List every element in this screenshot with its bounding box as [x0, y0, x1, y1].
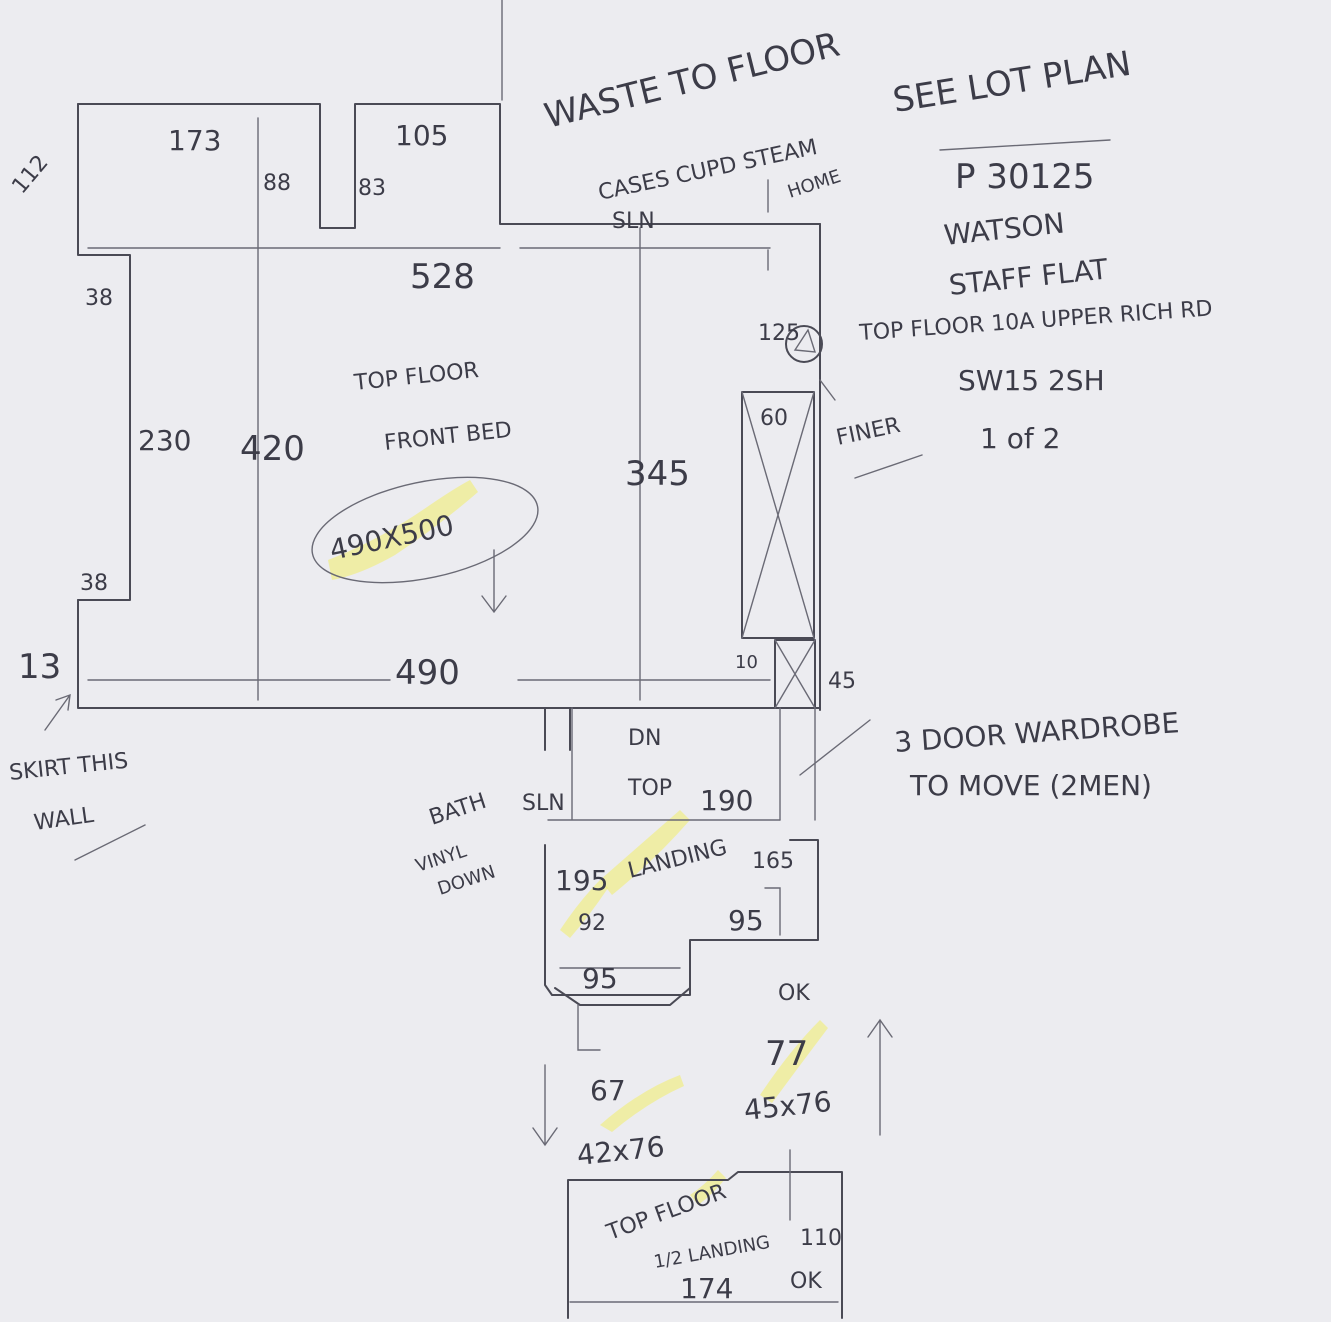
dim-174: 174	[680, 1272, 733, 1305]
dim-60: 60	[760, 406, 788, 431]
dim-195: 195	[555, 864, 608, 897]
dim-420: 420	[240, 429, 305, 469]
wardrobe	[741, 325, 823, 821]
landing-room-name: 1/2 LANDING	[652, 1232, 771, 1273]
dim-190: 190	[700, 784, 753, 817]
address-line-1: STAFF FLAT	[947, 252, 1110, 302]
skirt-note-1: SKIRT THIS	[8, 749, 129, 786]
dim-10: 10	[735, 652, 758, 673]
bath-label: BATH	[426, 789, 489, 831]
sheet-number: 1 of 2	[980, 422, 1060, 455]
bathroom-walls	[544, 707, 819, 1051]
dim-528: 528	[410, 257, 475, 297]
dim-92: 92	[578, 911, 606, 936]
skirt-note-2: WALL	[32, 803, 96, 836]
carpet-size: 490X500	[327, 508, 457, 566]
dim-13: 13	[18, 647, 61, 687]
dim-38-bottom: 38	[80, 571, 108, 596]
stair-size-left: 42x76	[575, 1130, 666, 1172]
stairs-top: TOP	[627, 776, 672, 801]
arrows	[44, 139, 1111, 1147]
wardrobe-note-1: 3 DOOR WARDROBE	[893, 706, 1180, 759]
stairs-down: DN	[628, 726, 661, 751]
landing-label: LANDING	[625, 835, 729, 884]
dim-105: 105	[395, 119, 448, 152]
dim-110: 110	[800, 1226, 842, 1251]
fitted-note: FINER	[834, 413, 903, 451]
address-line-2: TOP FLOOR 10A UPPER RICH RD	[858, 296, 1214, 346]
dim-88: 88	[263, 171, 291, 196]
dim-345: 345	[625, 454, 690, 494]
landing-ok: OK	[790, 1269, 822, 1294]
dim-38-top: 38	[85, 286, 113, 311]
dim-490: 490	[395, 653, 460, 693]
stair-size-right: 45x76	[742, 1085, 833, 1127]
bath-sln: SLN	[522, 791, 565, 816]
bedroom-walls	[77, 0, 821, 711]
stair-note: HOME	[785, 166, 843, 203]
wardrobe-note-2: TO MOVE (2MEN)	[909, 769, 1152, 802]
dim-67: 67	[590, 1074, 626, 1107]
room-label-floor: TOP FLOOR	[352, 358, 480, 396]
waste-note: WASTE TO FLOOR	[541, 25, 844, 137]
highlights	[328, 480, 828, 1205]
job-ref: P 30125	[955, 157, 1094, 197]
postcode: SW15 2SH	[958, 364, 1105, 397]
ok-mark: OK	[778, 981, 810, 1006]
dim-95-left: 95	[582, 962, 618, 995]
dim-83: 83	[358, 176, 386, 201]
see-plan-note: SEE LOT PLAN	[890, 44, 1134, 121]
dim-95-right: 95	[728, 904, 764, 937]
dim-77: 77	[765, 1034, 808, 1074]
client-name: WATSON	[942, 206, 1066, 251]
carpet-size-ring	[311, 476, 539, 584]
dim-230: 230	[138, 424, 191, 457]
dim-173: 173	[168, 124, 221, 157]
dim-45: 45	[828, 669, 856, 694]
dim-112: 112	[7, 151, 53, 199]
landing-room-walls	[567, 1149, 843, 1319]
landing-room-floor: TOP FLOOR	[603, 1179, 730, 1246]
dim-125: 125	[758, 321, 800, 346]
dim-165: 165	[752, 849, 794, 874]
cupboard-note: CASES CUPD STEAM	[596, 135, 820, 206]
room-label-name: FRONT BED	[383, 418, 513, 456]
sln-top: SLN	[612, 209, 655, 234]
